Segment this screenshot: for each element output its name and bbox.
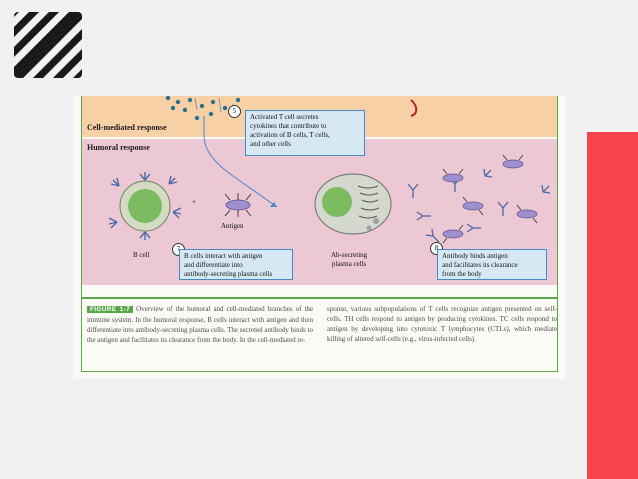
plasma-cell-graphic: [314, 173, 392, 235]
label-line: Ab-secreting: [331, 251, 368, 259]
section-label-cell-mediated: Cell-mediated response: [87, 123, 167, 132]
label-ab-secreting: Ab-secreting plasma cells: [331, 251, 367, 269]
callout-line: from the body: [442, 270, 482, 278]
antibody-cluster: [407, 168, 551, 243]
label-antigen: Antigen: [221, 222, 244, 230]
callout-line: cytokines that contribute to: [250, 122, 327, 130]
callout-line: Activated T cell secretes: [250, 113, 319, 121]
figure-number: FIGURE 1-7: [87, 306, 134, 313]
callout-step-7: B cells interact with antigen and differ…: [179, 249, 293, 280]
plus-sign: +: [192, 198, 196, 206]
callout-line: antibody-secreting plasma cells: [184, 270, 273, 278]
caption-divider: [81, 297, 558, 299]
callout-line: and differentiate into: [184, 261, 243, 269]
callout-line: activation of B cells, T cells,: [250, 131, 330, 139]
caption-left-column: FIGURE 1-7 Overview of the humoral and c…: [87, 304, 313, 345]
callout-line: and other cells: [250, 140, 291, 148]
cytokine-dots: [165, 96, 241, 121]
cytokine-arrow: [203, 116, 278, 208]
label-b-cell: B cell: [133, 251, 150, 259]
bound-antigens: [442, 154, 538, 244]
callout-line: and facilitates its clearance: [442, 261, 518, 269]
callout-line: Antibody binds antigen: [442, 252, 508, 260]
red-accent-bar: [587, 132, 638, 479]
diagonal-stripes-icon: [14, 12, 82, 78]
callout-line: B cells interact with antigen: [184, 252, 263, 260]
section-label-humoral: Humoral response: [87, 143, 150, 152]
immune-diagram: [108, 96, 551, 244]
caption-text: Overview of the humoral and cell-mediate…: [87, 305, 314, 344]
b-cell-graphic: [108, 172, 182, 240]
antigen-graphic: [224, 193, 252, 217]
textbook-figure: Cell-mediated response Humoral response: [73, 96, 566, 379]
callout-step-5: Activated T cell secretes cytokines that…: [245, 110, 365, 156]
caption-right-column: sponse, various subpopulations of T cell…: [327, 305, 557, 343]
label-line: plasma cells: [331, 260, 367, 268]
callout-step-8: Antibody binds antigen and facilitates i…: [437, 249, 547, 280]
step-5-marker: 5: [228, 105, 241, 118]
t-cell-fragment: [410, 99, 418, 117]
